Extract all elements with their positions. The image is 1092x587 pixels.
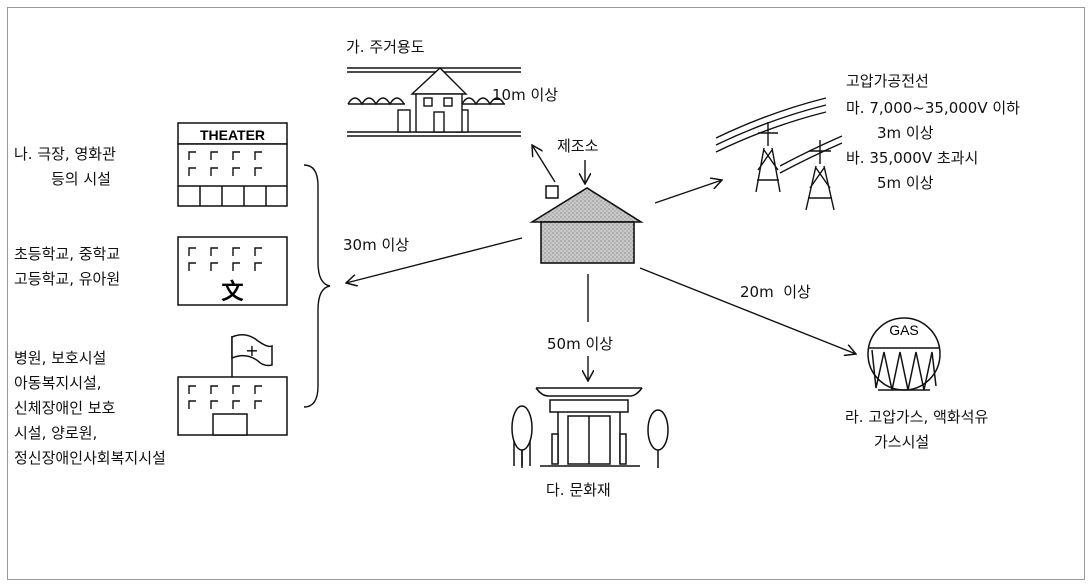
hospital-line5: 정신장애인사회복지시설 xyxy=(14,449,166,468)
highvoltage-title: 고압가공전선 xyxy=(846,72,929,91)
heritage-building-icon xyxy=(512,388,668,468)
factory-icon xyxy=(532,186,641,263)
arrow-to-gas xyxy=(640,268,856,354)
theater-sign: THEATER xyxy=(200,127,265,143)
school-line2: 고등학교, 유아원 xyxy=(14,270,120,289)
highvoltage-dist-ma: 3m 이상 xyxy=(877,124,934,143)
highvoltage-line-ba: 바. 35,000V 초과시 xyxy=(846,149,978,168)
gas-distance: 20m 이상 xyxy=(740,283,811,302)
heritage-title: 다. 문화재 xyxy=(546,481,611,500)
powerline-towers-icon xyxy=(716,98,842,210)
theater-line1: 나. 극장, 영화관 xyxy=(14,145,116,164)
hospital-flag-cross: + xyxy=(245,341,258,360)
hospital-line2: 아동복지시설, xyxy=(14,374,102,393)
hospital-icon xyxy=(178,335,287,435)
theater-line2: 등의 시설 xyxy=(51,170,111,189)
highvoltage-dist-ba: 5m 이상 xyxy=(877,174,934,193)
hospital-line3: 신체장애인 보호 xyxy=(14,399,115,418)
school-sign: 文 xyxy=(221,279,244,305)
hospital-line4: 시설, 양로원, xyxy=(14,424,97,443)
gas-line1: 라. 고압가스, 액화석유 xyxy=(845,408,988,427)
group-brace xyxy=(304,165,330,407)
factory-label: 제조소 xyxy=(557,137,598,156)
gas-tank-sign: GAS xyxy=(889,322,919,338)
highvoltage-line-ma: 마. 7,000~35,000V 이하 xyxy=(846,99,1020,118)
arrow-to-powerline xyxy=(655,180,722,203)
school-line1: 초등학교, 중학교 xyxy=(14,245,120,264)
gas-line2: 가스시설 xyxy=(874,433,929,452)
arrow-to-residential xyxy=(532,145,555,182)
hospital-line1: 병원, 보호시설 xyxy=(14,349,106,368)
residential-distance: 10m 이상 xyxy=(492,86,558,105)
heritage-distance: 50m 이상 xyxy=(547,335,613,354)
residential-title: 가. 주거용도 xyxy=(346,38,425,57)
group-distance: 30m 이상 xyxy=(343,236,409,255)
